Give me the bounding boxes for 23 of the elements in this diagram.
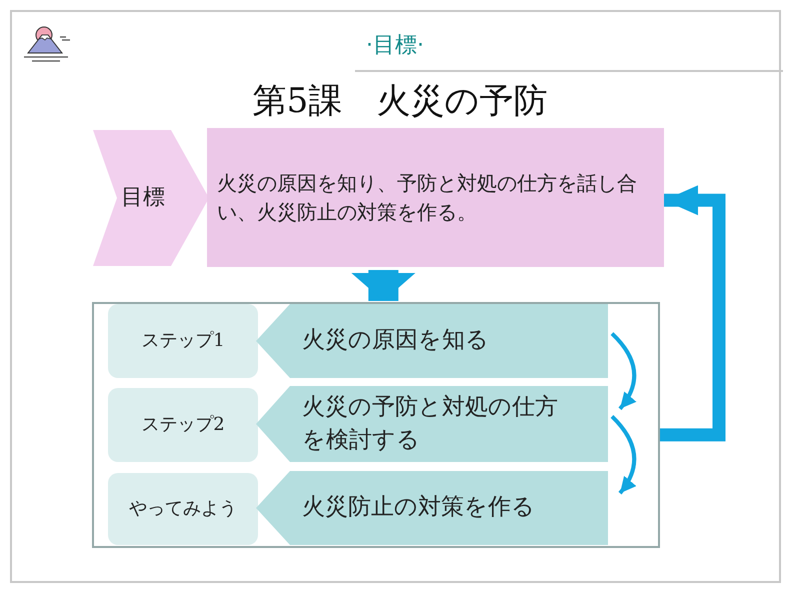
goal-box — [207, 128, 664, 267]
node-text: 火災の予防と対処の仕方を検討する — [302, 392, 559, 455]
steps-frame — [92, 302, 660, 548]
node-text: 火災の原因を知り、予防と対処の仕方を話し合い、火災防止の対策を作る。 — [217, 170, 638, 226]
step-content-band — [256, 471, 608, 545]
step-label: やってみよう — [129, 496, 237, 521]
node-text: 目標 — [121, 184, 165, 212]
step-label: ステップ1 — [141, 328, 225, 353]
step-content-band — [256, 386, 608, 462]
arrow — [610, 415, 636, 494]
step-box — [108, 388, 258, 462]
arrow — [610, 332, 636, 410]
step-box — [108, 304, 258, 378]
arrow — [351, 270, 416, 301]
step-content-band — [256, 304, 608, 378]
section-header: ·目標· — [365, 32, 425, 60]
arrow — [660, 185, 726, 442]
node-text: 火災防止の対策を作る — [302, 493, 535, 522]
step-box — [108, 473, 258, 545]
step-label: ステップ2 — [141, 412, 225, 437]
goal-tab — [93, 130, 209, 266]
node-text: 火災の原因を知る — [302, 326, 489, 356]
slide-title: 第5課 火災の予防 — [252, 80, 548, 123]
